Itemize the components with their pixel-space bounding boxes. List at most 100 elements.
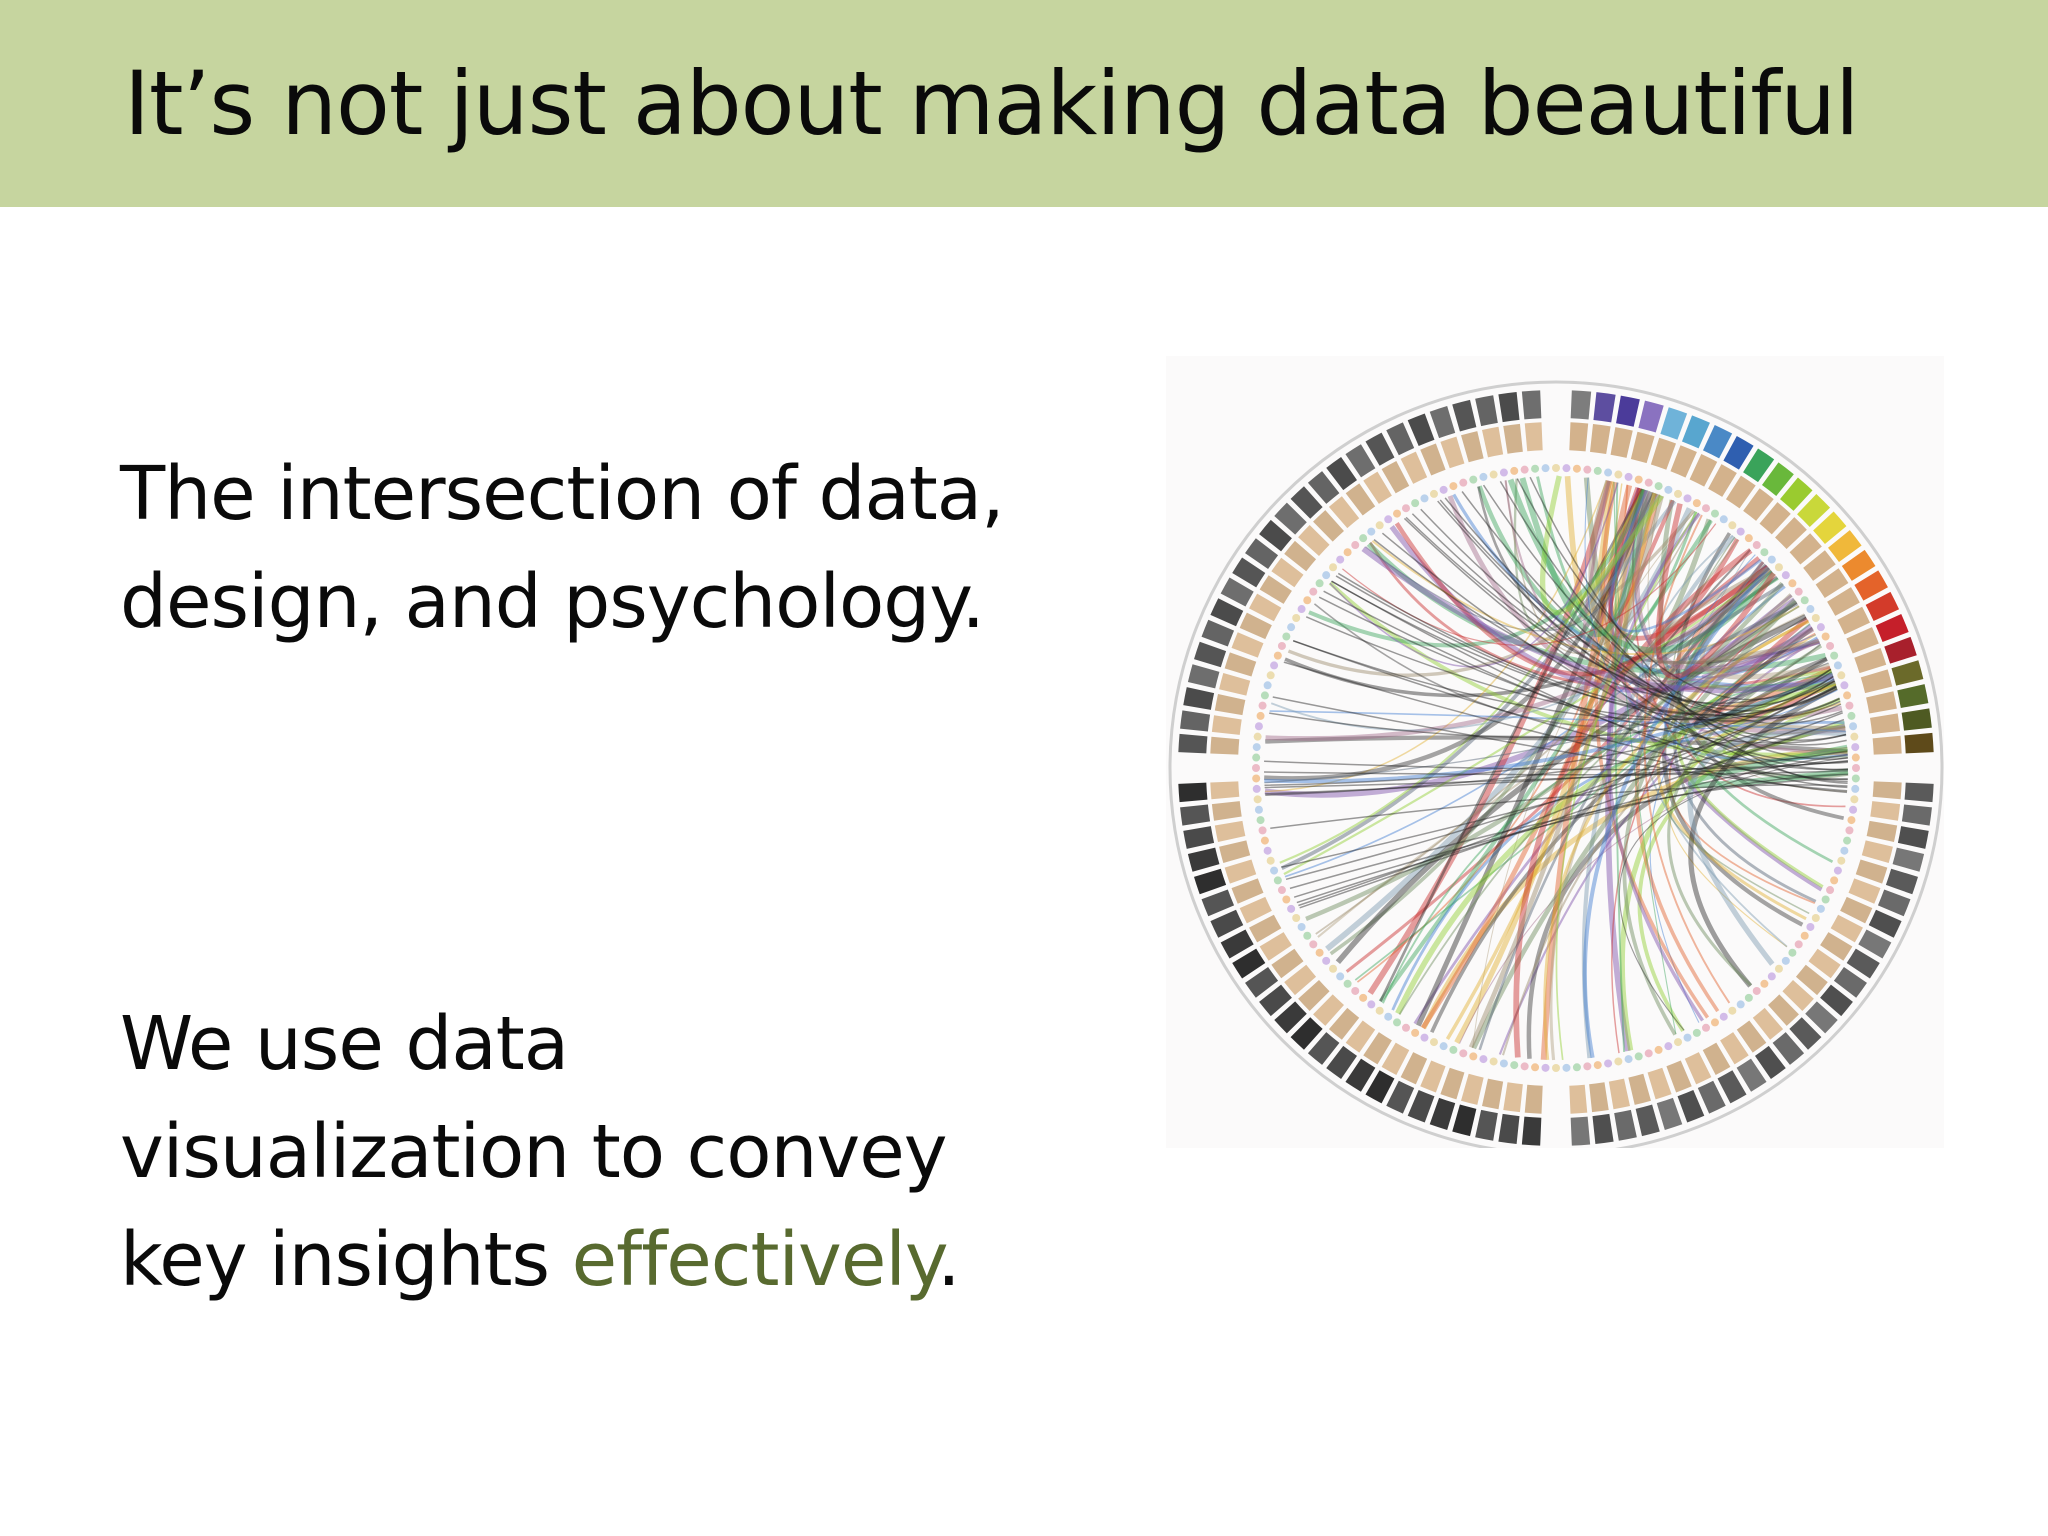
track-segment xyxy=(1866,691,1897,714)
ring-dot xyxy=(1429,1038,1438,1047)
track-segment xyxy=(1219,673,1251,696)
outer-segment xyxy=(1875,614,1909,643)
outer-segment xyxy=(1638,400,1664,433)
chord xyxy=(1382,672,1833,1004)
text-span: . xyxy=(937,1217,961,1303)
chord xyxy=(1270,570,1773,732)
track-segment xyxy=(1861,840,1893,863)
text-block-intersection: The intersection of data, design, and ps… xyxy=(120,440,1005,656)
chord xyxy=(1305,581,1784,921)
chord xyxy=(1420,508,1838,712)
track-segment xyxy=(1684,1052,1712,1085)
ring-dot xyxy=(1624,1055,1633,1064)
chord xyxy=(1373,539,1832,704)
ring-dot xyxy=(1343,979,1352,988)
chord xyxy=(1265,703,1842,796)
outer-segment xyxy=(1365,1070,1395,1104)
chord xyxy=(1693,626,1828,729)
chord xyxy=(1292,639,1834,721)
ring-dot xyxy=(1843,691,1852,700)
track-segment xyxy=(1328,496,1360,529)
chord xyxy=(1293,773,1848,898)
track-segment xyxy=(1795,964,1828,996)
ring-dot xyxy=(1821,632,1830,641)
chord xyxy=(1391,721,1845,1011)
ring-dot xyxy=(1510,466,1519,475)
outer-segment xyxy=(1703,424,1733,459)
ring-dot xyxy=(1830,651,1839,660)
outer-segment xyxy=(1345,1058,1376,1092)
ring-dot xyxy=(1411,499,1420,508)
outer-segment xyxy=(1429,406,1456,439)
ring-dot xyxy=(1634,475,1643,484)
ring-dot xyxy=(1499,468,1508,477)
track-segment xyxy=(1231,878,1264,904)
ring-dot xyxy=(1393,509,1402,518)
track-segment xyxy=(1363,471,1392,504)
outer-segment xyxy=(1365,432,1395,466)
ring-dot xyxy=(1833,661,1842,670)
outer-segment xyxy=(1475,1109,1498,1141)
track-segment xyxy=(1815,568,1849,599)
ring-dot xyxy=(1252,764,1260,772)
chord xyxy=(1269,668,1832,739)
ring-dot xyxy=(1604,1059,1613,1068)
chord xyxy=(1284,575,1779,698)
chord xyxy=(1647,494,1848,792)
chord xyxy=(1296,754,1848,904)
chord xyxy=(1452,493,1835,688)
track-segment xyxy=(1589,1082,1609,1113)
chord xyxy=(1403,517,1849,771)
ring-dot xyxy=(1303,931,1312,940)
outer-segment xyxy=(1660,407,1688,440)
ring-dot xyxy=(1710,509,1719,518)
chord xyxy=(1670,565,1843,724)
ring-dot xyxy=(1266,671,1275,680)
ring-dot xyxy=(1315,579,1324,588)
track-segment xyxy=(1284,964,1317,996)
chord xyxy=(1526,723,1846,1059)
chord xyxy=(1588,479,1846,732)
ring-dot xyxy=(1253,732,1262,741)
chord xyxy=(1543,619,1810,1061)
ring-dot xyxy=(1252,743,1261,752)
text-line: We use data xyxy=(120,1001,569,1087)
outer-segment xyxy=(1187,664,1220,689)
ring-dot xyxy=(1583,1062,1592,1071)
track-segment xyxy=(1440,436,1465,469)
chord xyxy=(1699,569,1830,680)
track-segment xyxy=(1249,914,1282,943)
track-segment xyxy=(1666,1060,1692,1093)
chord xyxy=(1299,718,1845,909)
outer-segment xyxy=(1723,436,1754,470)
track-segment xyxy=(1775,517,1807,549)
chord xyxy=(1516,478,1833,701)
ring-dot xyxy=(1343,548,1352,557)
track-segment xyxy=(1211,801,1242,821)
chord xyxy=(1579,493,1677,618)
ring-dot xyxy=(1449,482,1458,491)
chord xyxy=(1696,683,1842,741)
track-segment xyxy=(1381,461,1410,494)
outer-segment xyxy=(1187,847,1220,872)
track-segment xyxy=(1363,1032,1392,1065)
outer-segment xyxy=(1326,457,1358,491)
track-segment xyxy=(1503,1082,1523,1113)
ring-dot xyxy=(1258,826,1267,835)
chord xyxy=(1672,536,1846,735)
text-line: key insights effectively. xyxy=(120,1206,961,1314)
chord xyxy=(1345,561,1765,973)
track-segment xyxy=(1848,878,1881,904)
track-segment xyxy=(1866,820,1898,843)
chord xyxy=(1447,495,1846,735)
ring-dot xyxy=(1583,465,1592,474)
ring-dot xyxy=(1552,464,1560,472)
track-segment xyxy=(1670,445,1697,478)
outer-segment xyxy=(1407,1089,1435,1123)
chord xyxy=(1317,613,1805,938)
chord xyxy=(1529,476,1848,784)
ring-dot xyxy=(1744,534,1753,543)
track-segment xyxy=(1837,606,1871,635)
chord xyxy=(1264,769,1849,776)
chord xyxy=(1688,685,1838,988)
